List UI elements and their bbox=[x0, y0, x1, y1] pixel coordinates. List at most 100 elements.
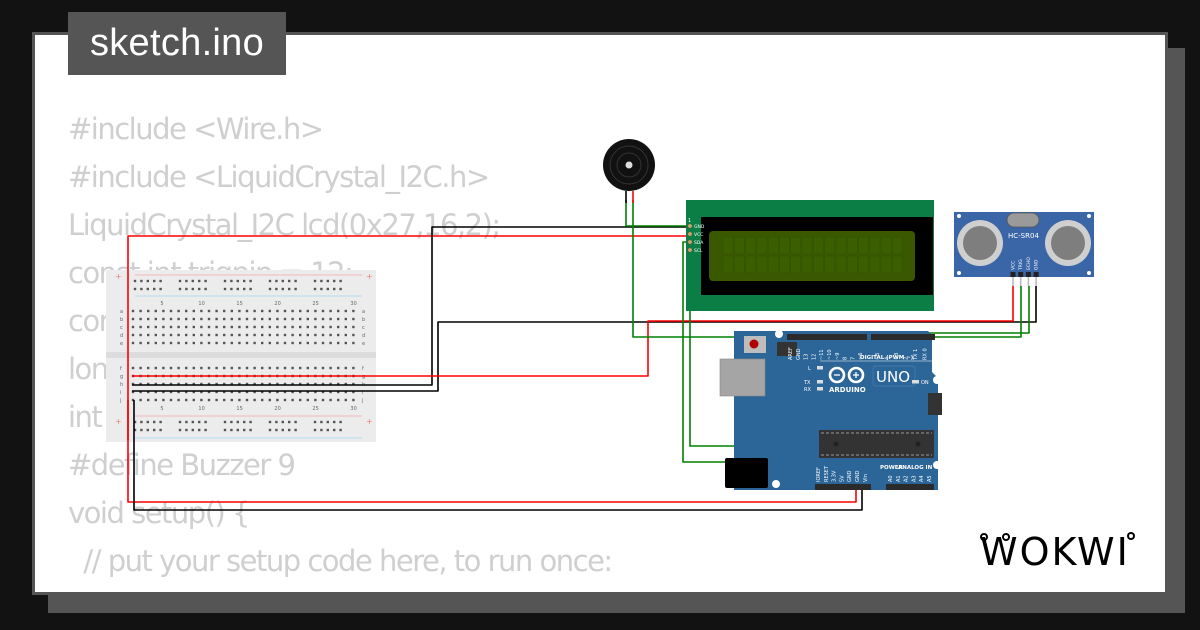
breadboard-hole bbox=[230, 325, 233, 329]
rail-hole bbox=[326, 287, 329, 291]
arduino-logo bbox=[828, 366, 865, 384]
lcd-char-cell bbox=[869, 236, 881, 255]
breadboard-hole bbox=[215, 382, 218, 386]
rail-hole bbox=[236, 279, 239, 283]
breadboard-hole bbox=[223, 333, 226, 337]
power-pin-label: RESET bbox=[824, 465, 830, 482]
analog-pin-label: A5 bbox=[927, 475, 933, 482]
wire-black-lcd-gnd[interactable] bbox=[132, 226, 692, 386]
breadboard-hole bbox=[207, 325, 211, 329]
led-tx bbox=[817, 380, 823, 384]
power-header bbox=[815, 484, 871, 490]
breadboard-hole bbox=[329, 366, 332, 370]
breadboard-hole bbox=[306, 333, 309, 337]
breadboard-hole bbox=[268, 390, 271, 394]
led-label: L bbox=[808, 366, 811, 372]
reset-button[interactable] bbox=[749, 339, 759, 349]
breadboard-hole bbox=[344, 366, 347, 370]
lcd-pin[interactable] bbox=[687, 247, 693, 253]
sensor-pin[interactable] bbox=[1018, 272, 1024, 277]
rail-hole bbox=[339, 428, 342, 432]
lcd-pin-label: GND bbox=[694, 224, 705, 230]
breadboard-hole bbox=[268, 366, 271, 370]
breadboard-hole bbox=[169, 325, 173, 329]
rail-hole bbox=[146, 279, 149, 283]
breadboard-hole bbox=[306, 309, 309, 313]
breadboard-hole bbox=[169, 317, 173, 321]
wire-black-sensor-gnd[interactable] bbox=[132, 286, 1037, 392]
buzzer[interactable] bbox=[603, 139, 655, 203]
breadboard-hole bbox=[223, 317, 226, 321]
row-letter: f bbox=[120, 366, 122, 372]
breadboard-hole bbox=[291, 366, 294, 370]
rail-hole bbox=[313, 279, 317, 283]
mount-hole bbox=[933, 461, 941, 469]
wire-black-arduino-gnd[interactable] bbox=[133, 400, 863, 511]
power-pin-label: 5V bbox=[839, 475, 845, 482]
breadboard-hole bbox=[329, 382, 332, 386]
rail-hole bbox=[204, 279, 207, 283]
breadboard-hole bbox=[169, 341, 173, 345]
wire-red-lcd-vcc[interactable] bbox=[127, 235, 692, 440]
sensor-pin-leg bbox=[1012, 277, 1014, 286]
breadboard-hole bbox=[162, 382, 165, 386]
breadboard-hole bbox=[207, 366, 211, 370]
breadboard-hole bbox=[276, 382, 279, 386]
breadboard-hole bbox=[169, 390, 173, 394]
breadboard-hole bbox=[230, 382, 233, 386]
sensor-pin[interactable] bbox=[1010, 272, 1016, 277]
analog-pin-label: A2 bbox=[904, 475, 910, 482]
lcd-char-cell bbox=[858, 236, 869, 255]
mount-hole bbox=[933, 376, 941, 384]
sensor-pin[interactable] bbox=[1033, 272, 1039, 277]
wire-red-sensor-vcc[interactable] bbox=[132, 286, 1014, 377]
breadboard-hole bbox=[253, 382, 256, 386]
digital-pin-label: 4 bbox=[885, 357, 891, 360]
breadboard-hole bbox=[283, 309, 287, 313]
rail-hole bbox=[185, 287, 188, 291]
mount-hole bbox=[1087, 271, 1091, 275]
breadboard-hole bbox=[230, 390, 233, 394]
lcd-pin[interactable] bbox=[687, 239, 693, 245]
wire-green-buzzer-gnd[interactable] bbox=[625, 200, 690, 227]
lcd-pin[interactable] bbox=[687, 231, 693, 237]
breadboard-hole bbox=[230, 341, 233, 345]
rail-hole bbox=[313, 428, 317, 432]
lcd-pin[interactable] bbox=[687, 223, 693, 229]
breadboard-hole bbox=[223, 309, 226, 313]
power-pin-label: 3.3V bbox=[832, 470, 838, 482]
breadboard-hole bbox=[283, 398, 287, 402]
wokwi-logo: WOKWI bbox=[980, 530, 1135, 574]
breadboard-hole bbox=[131, 398, 135, 402]
lcd-char-cell bbox=[801, 255, 813, 274]
wire-red-arduino-5v[interactable] bbox=[127, 400, 857, 503]
rail-hole bbox=[326, 428, 329, 432]
analog-pin-label: A0 bbox=[888, 475, 894, 482]
lcd-char-cells bbox=[722, 236, 903, 274]
breadboard-hole bbox=[215, 333, 218, 337]
analog-header bbox=[886, 484, 934, 490]
logo-node bbox=[980, 533, 988, 541]
lcd-char-cell bbox=[881, 236, 892, 255]
breadboard-hole bbox=[139, 325, 142, 329]
breadboard-hole bbox=[169, 333, 173, 337]
breadboard-hole bbox=[344, 333, 347, 337]
breadboard-hole bbox=[299, 341, 302, 345]
breadboard-hole bbox=[261, 341, 264, 345]
breadboard-hole bbox=[261, 390, 264, 394]
breadboard-hole bbox=[192, 325, 195, 329]
breadboard-hole bbox=[177, 325, 180, 329]
breadboard-hole bbox=[291, 341, 294, 345]
breadboard-hole bbox=[253, 333, 256, 337]
breadboard-hole bbox=[215, 398, 218, 402]
breadboard-hole bbox=[352, 309, 355, 313]
sensor-pin[interactable] bbox=[1025, 272, 1031, 277]
row-letter: j bbox=[361, 398, 363, 404]
breadboard-hole bbox=[299, 382, 302, 386]
breadboard-hole bbox=[139, 390, 142, 394]
